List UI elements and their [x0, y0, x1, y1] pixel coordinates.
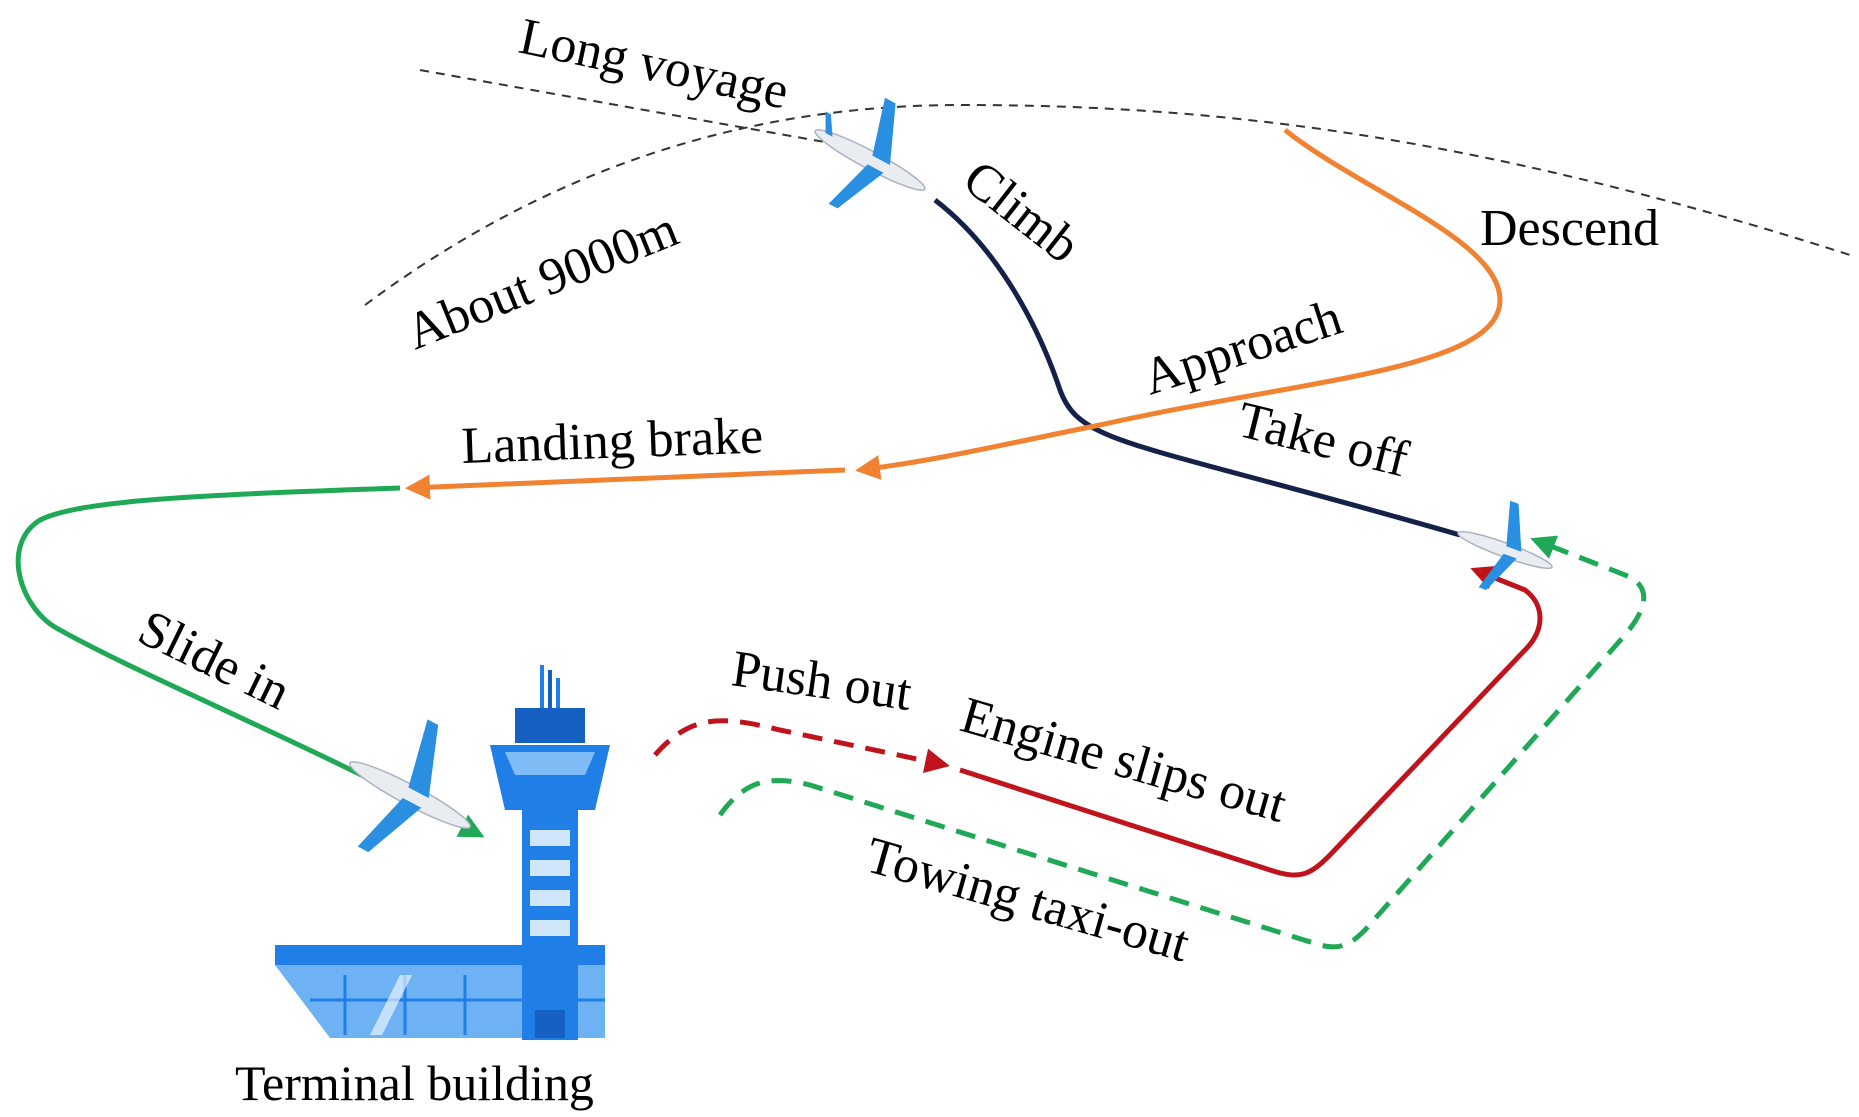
long-voyage-label: Long voyage — [515, 8, 794, 121]
descend-label: Descend — [1480, 200, 1659, 257]
approach-label: Approach — [1136, 289, 1349, 407]
engine-slips-out-path — [959, 565, 1543, 878]
cruise-altitude-reference-line — [364, 103, 1851, 306]
engine-slips-out-label: Engine slips out — [955, 687, 1293, 834]
airplane-icon — [814, 97, 926, 209]
descend-approach-path — [855, 128, 1503, 480]
about-altitude-label: About 9000m — [398, 201, 686, 362]
control-tower-icon — [490, 665, 610, 1040]
climb-path — [933, 198, 1461, 538]
push-out-label: Push out — [728, 640, 915, 722]
terminal-building-label: Terminal building — [235, 1055, 594, 1111]
airplane-icon — [349, 719, 471, 853]
long-voyage-reference-line — [419, 69, 871, 151]
push-out-path — [653, 718, 950, 774]
landing-brake-path — [405, 467, 846, 500]
towing-taxi-out-path — [717, 535, 1647, 950]
take-off-label: Take off — [1232, 391, 1414, 488]
landing-brake-label: Landing brake — [460, 407, 764, 474]
slide-in-path — [15, 485, 485, 838]
airplane-icon — [1457, 500, 1553, 590]
towing-taxi-out-label: Towing taxi-out — [860, 827, 1196, 974]
climb-label: Climb — [953, 150, 1091, 275]
